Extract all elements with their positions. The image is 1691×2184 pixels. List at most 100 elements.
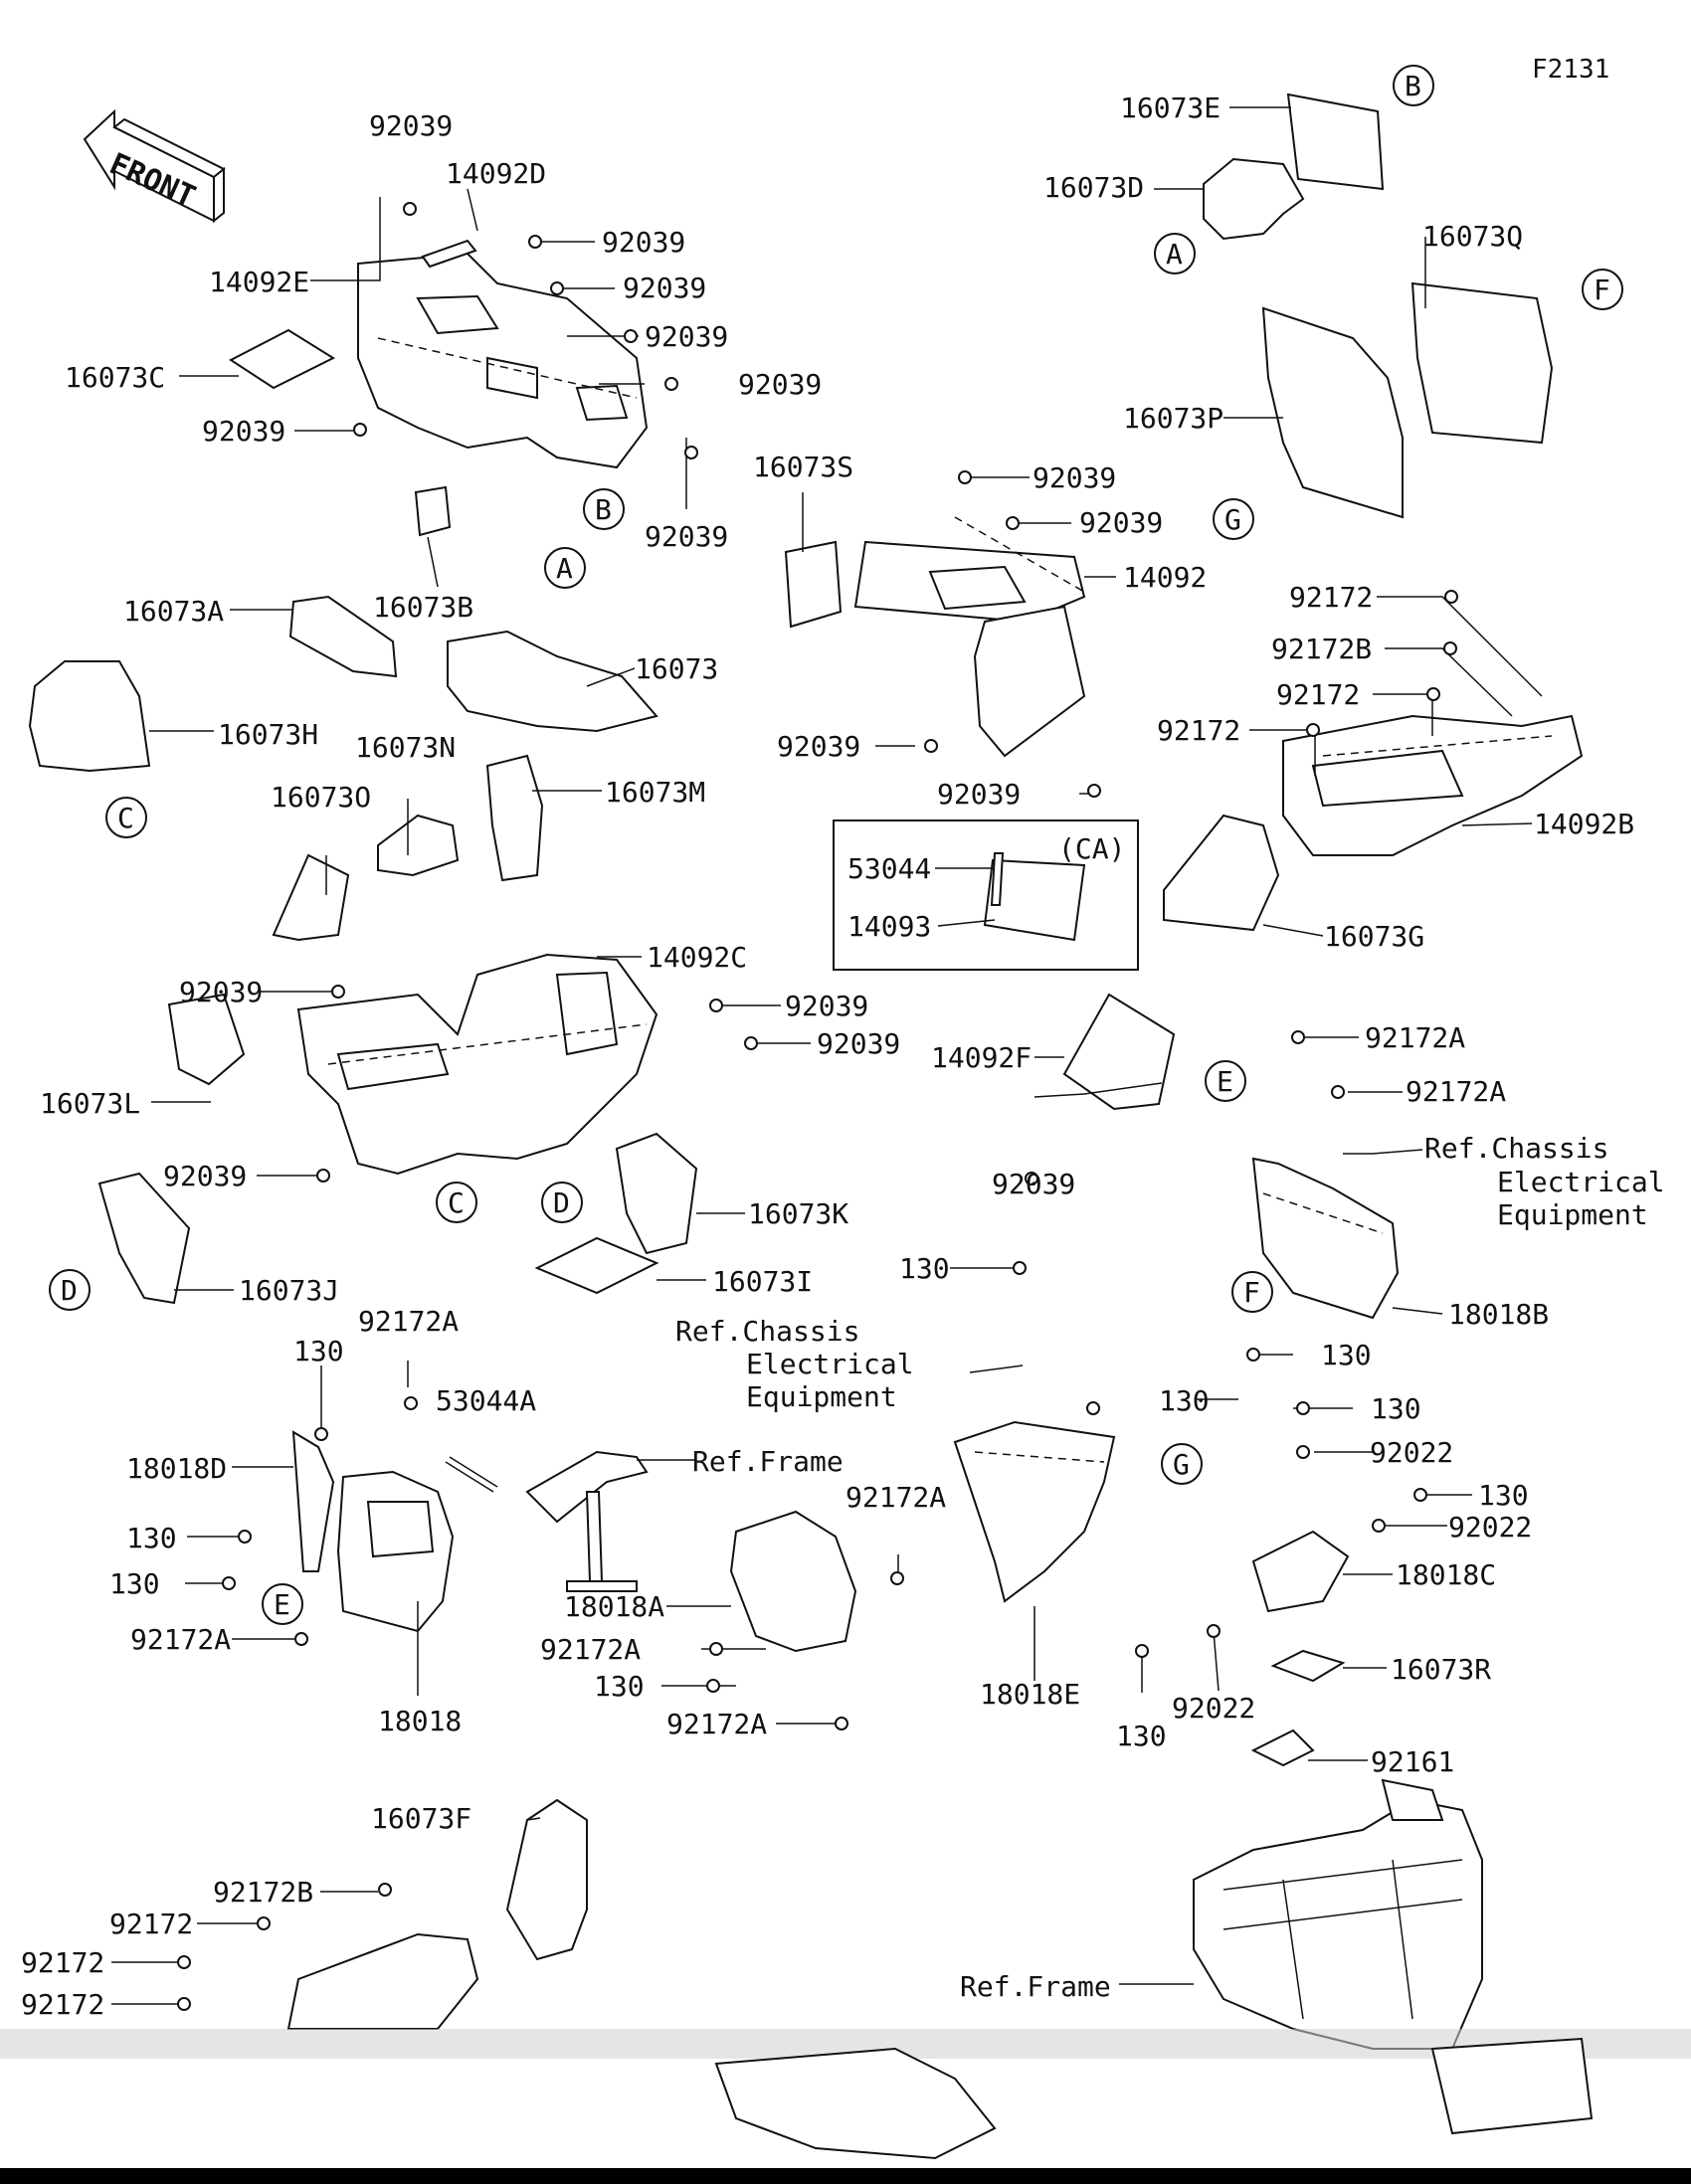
part-16073C [229, 328, 336, 390]
callout-92022: 92022 [1172, 1692, 1255, 1725]
ref-marker-B: B [583, 488, 625, 530]
callout-92022: 92022 [1448, 1511, 1532, 1544]
callout-ref-chassis: Ref.Chassis [675, 1315, 859, 1348]
ca-inset-box [833, 819, 1139, 971]
callout-92172: 92172 [21, 1988, 104, 2021]
part-16073A [288, 595, 398, 678]
svg-text:F: F [1594, 273, 1610, 306]
callout-ref-chassis-equipment: Equipment [746, 1380, 897, 1413]
svg-text:F: F [1243, 1276, 1260, 1309]
callout-92039: 92039 [777, 730, 860, 763]
part-14092B [1282, 714, 1584, 856]
callout-14092B: 14092B [1534, 808, 1634, 840]
callout-92039: 92039 [179, 976, 263, 1008]
callout-16073Q: 16073Q [1422, 220, 1523, 253]
callout-16073H: 16073H [218, 718, 318, 751]
part-18018A [729, 1510, 857, 1653]
callout-16073G: 16073G [1324, 920, 1424, 953]
callout-16073D: 16073D [1043, 171, 1144, 204]
callout-18018D: 18018D [126, 1452, 227, 1485]
ref-marker-E: E [1205, 1060, 1246, 1102]
callout-labels: 92039 14092D 92039 14092E 92039 92039 16… [21, 91, 1665, 2021]
callout-14093: 14093 [847, 910, 931, 943]
callout-92161: 92161 [1371, 1745, 1454, 1778]
callout-16073R: 16073R [1391, 1653, 1491, 1686]
callout-92172: 92172 [21, 1946, 104, 1979]
part-14092-tray [853, 516, 1086, 758]
svg-text:A: A [556, 552, 573, 585]
svg-text:C: C [448, 1186, 465, 1219]
part-ref-frame-bracket [525, 1450, 649, 1592]
part-16073N [377, 814, 460, 877]
part-16073K [615, 1132, 698, 1255]
callout-16073S: 16073S [753, 451, 853, 483]
part-16073Q [1410, 281, 1554, 445]
callout-130: 130 [1478, 1479, 1529, 1512]
callout-ref-chassis-electrical: Electrical [1497, 1166, 1665, 1198]
callout-ref-frame: Ref.Frame [960, 1970, 1111, 2003]
callout-130: 130 [109, 1567, 160, 1600]
callout-92172: 92172 [109, 1908, 193, 1940]
callout-CA: (CA) [1058, 832, 1125, 865]
svg-text:G: G [1224, 503, 1241, 536]
callout-14092C: 14092C [647, 941, 747, 974]
part-14092D [421, 239, 477, 269]
callout-92039: 92039 [602, 226, 685, 259]
part-16073 [447, 630, 658, 733]
part-18018C [1251, 1530, 1350, 1613]
leader-lines [111, 106, 1543, 2005]
callout-16073F: 16073F [371, 1802, 471, 1835]
svg-text:A: A [1166, 238, 1183, 271]
callout-130: 130 [899, 1252, 950, 1285]
callout-92039: 92039 [817, 1027, 900, 1060]
callout-92172: 92172 [1289, 581, 1373, 614]
part-16073O [272, 853, 350, 942]
part-53044A [445, 1456, 498, 1493]
svg-text:G: G [1173, 1448, 1190, 1481]
callout-92039: 92039 [937, 778, 1021, 811]
ref-marker-C: C [105, 797, 147, 838]
callout-92039: 92039 [645, 320, 728, 353]
front-arrow: FRONT [83, 108, 226, 224]
callout-92172B: 92172B [213, 1876, 313, 1909]
callout-ref-chassis: Ref.Chassis [1424, 1132, 1608, 1165]
callout-92022: 92022 [1370, 1436, 1453, 1469]
callout-130: 130 [293, 1335, 344, 1367]
callout-18018B: 18018B [1448, 1298, 1549, 1331]
callout-16073K: 16073K [748, 1197, 848, 1230]
svg-text:E: E [1217, 1065, 1233, 1098]
callout-ref-chassis-electrical: Electrical [746, 1348, 914, 1380]
part-18018-fender [336, 1470, 455, 1633]
callout-92172A: 92172A [666, 1708, 767, 1740]
callout-92172A: 92172A [358, 1305, 459, 1338]
part-18018B [1251, 1157, 1400, 1320]
callout-14092: 14092 [1123, 561, 1207, 594]
callout-16073M: 16073M [605, 776, 705, 809]
ref-marker-G: G [1161, 1443, 1203, 1485]
callout-92172A: 92172A [540, 1633, 641, 1666]
svg-text:E: E [274, 1588, 290, 1621]
part-16073P [1261, 306, 1404, 519]
callout-16073J: 16073J [239, 1274, 339, 1307]
callout-92172: 92172 [1157, 714, 1240, 747]
ref-marker-A: A [544, 547, 586, 589]
ref-marker-D: D [541, 1182, 583, 1223]
callout-53044A: 53044A [436, 1384, 536, 1417]
part-ref-frame-lower [1193, 1778, 1483, 2050]
callout-92039: 92039 [202, 415, 285, 448]
part-16073I [534, 1236, 659, 1295]
callout-92172B: 92172B [1271, 633, 1372, 665]
callout-14092F: 14092F [931, 1041, 1032, 1074]
callout-92039: 92039 [369, 109, 453, 142]
callout-16073A: 16073A [123, 595, 224, 628]
callout-18018C: 18018C [1396, 1558, 1496, 1591]
callout-92172: 92172 [1276, 678, 1360, 711]
callout-92039: 92039 [623, 272, 706, 304]
svg-text:B: B [595, 493, 612, 526]
figure-id: F2131 [1532, 55, 1609, 85]
callout-53044: 53044 [847, 852, 931, 885]
part-14092E-console [357, 252, 649, 469]
svg-text:D: D [61, 1274, 78, 1307]
callout-92039: 92039 [645, 520, 728, 553]
